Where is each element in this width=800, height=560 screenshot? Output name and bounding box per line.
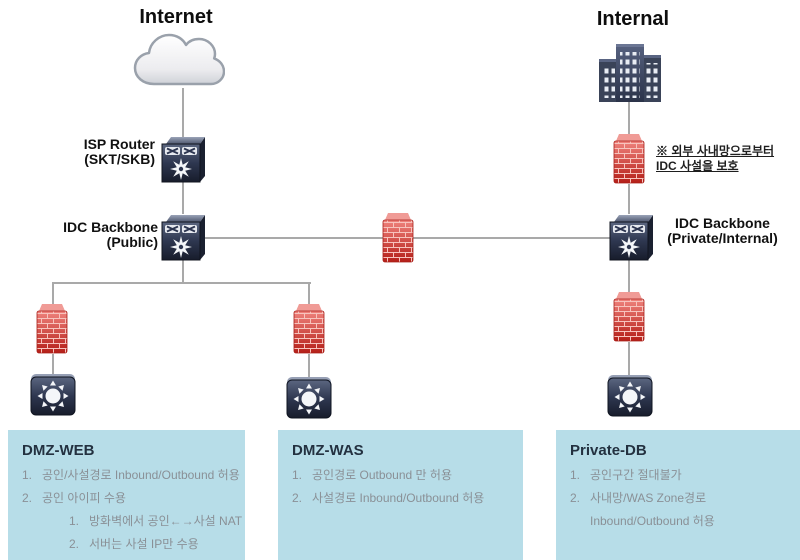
firewall-core-icon bbox=[381, 212, 415, 264]
zone-rule: 1. 공인경로 Outbound 만 허용 bbox=[292, 468, 452, 482]
firewall-dmz-web-icon bbox=[35, 303, 69, 355]
zone-rule-continuation: Inbound/Outbound 허용 bbox=[590, 514, 715, 528]
zone-subrule: 1. 방화벽에서 공인←→사설 NAT bbox=[69, 514, 243, 528]
link-building-fw bbox=[628, 102, 630, 135]
zone-title: DMZ-WEB bbox=[22, 442, 95, 459]
idc-backbone-private-label: IDC Backbone (Private/Internal) bbox=[667, 215, 778, 246]
link-cloud-router bbox=[182, 88, 184, 137]
internal-title: Internal bbox=[596, 8, 670, 30]
idc-backbone-public-label: IDC Backbone (Public) bbox=[63, 219, 158, 250]
idc-backbone-public-icon bbox=[161, 213, 205, 261]
link-fw-backbone-private bbox=[628, 184, 630, 214]
zone-title: DMZ-WAS bbox=[292, 442, 364, 459]
isp-router-label: ISP Router (SKT/SKB) bbox=[83, 136, 155, 167]
zone-subrule: 2. 서버는 사설 IP만 수용 bbox=[69, 537, 199, 551]
cloud-icon bbox=[131, 31, 226, 91]
internet-title: Internet bbox=[139, 6, 213, 28]
zone-rule: 1. 공인구간 절대불가 bbox=[570, 468, 682, 482]
zone-rule: 1. 공인/사설경로 Inbound/Outbound 허용 bbox=[22, 468, 240, 482]
firewall-annotation: ※ 외부 사내망으로부터 IDC 사설을 보호 bbox=[656, 144, 775, 173]
switch-dmz-was-icon bbox=[286, 376, 332, 419]
link-fw2-switch2 bbox=[308, 354, 310, 378]
link-branch-fw1 bbox=[52, 283, 54, 305]
zone-rule: 2. 공인 아이피 수용 bbox=[22, 491, 126, 505]
switch-dmz-web-icon bbox=[30, 373, 76, 416]
link-branch-fw2 bbox=[308, 283, 310, 305]
zone-dmz-web: DMZ-WEB 1. 공인/사설경로 Inbound/Outbound 허용 2… bbox=[8, 430, 245, 560]
zone-rule: 2. 사내망/WAS Zone경로 bbox=[570, 491, 707, 505]
isp-router-icon bbox=[161, 135, 205, 183]
zone-title: Private-DB bbox=[570, 442, 647, 459]
zone-rule: 2. 사설경로 Inbound/Outbound 허용 bbox=[292, 491, 485, 505]
zone-private-db: Private-DB 1. 공인구간 절대불가 2. 사내망/WAS Zone경… bbox=[556, 430, 800, 560]
link-router-backbone bbox=[182, 182, 184, 214]
link-backbone-branch bbox=[182, 260, 184, 284]
switch-private-db-icon bbox=[607, 374, 653, 417]
firewall-dmz-was-icon bbox=[292, 303, 326, 355]
link-fw3-switch3 bbox=[628, 342, 630, 376]
building-icon bbox=[597, 41, 663, 103]
idc-backbone-private-icon bbox=[609, 213, 653, 261]
link-branch-horizontal bbox=[52, 282, 311, 284]
link-backbone-fw3 bbox=[628, 260, 630, 292]
firewall-internal-icon bbox=[612, 133, 646, 185]
firewall-private-db-icon bbox=[612, 291, 646, 343]
zone-dmz-was: DMZ-WAS 1. 공인경로 Outbound 만 허용 2. 사설경로 In… bbox=[278, 430, 523, 560]
link-fw1-switch1 bbox=[52, 354, 54, 375]
